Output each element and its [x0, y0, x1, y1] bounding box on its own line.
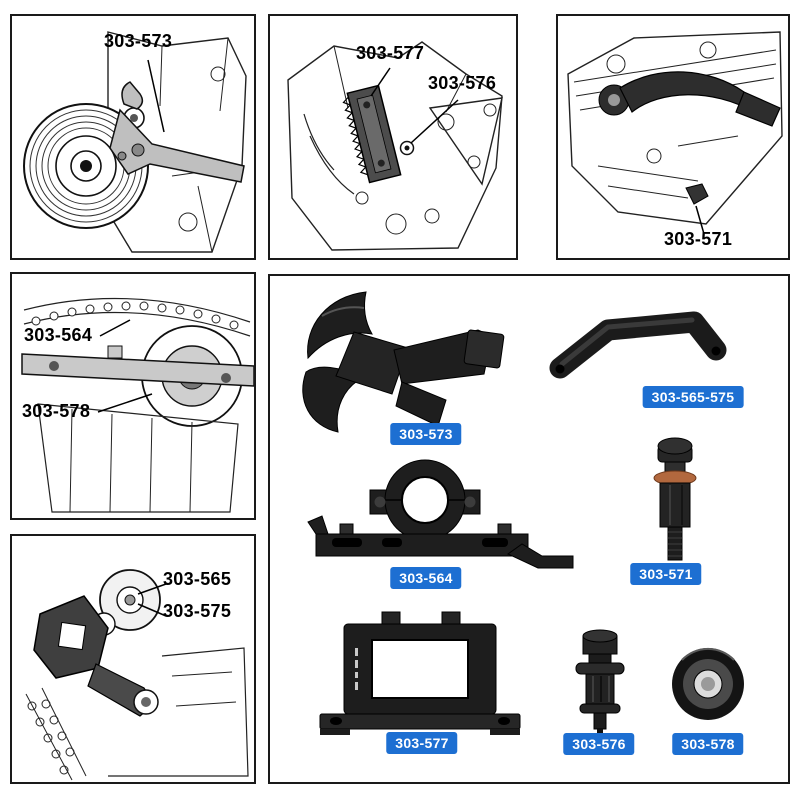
leader-line: [137, 603, 167, 617]
part-number-badge: 303-565-575: [642, 386, 744, 408]
panel-tensioner-diagram: 303-565 303-575: [10, 534, 256, 784]
leader-line: [695, 205, 705, 235]
frame-tool-photo: [319, 611, 521, 735]
z-bar-tool-photo: [549, 311, 727, 379]
panel-pulley-holder-diagram: 303-573: [10, 14, 256, 260]
leader-line: [410, 99, 459, 144]
fork-tool-photo: [302, 291, 505, 433]
timing-chain-illustration: [21, 297, 254, 513]
front-cover-illustration: [287, 41, 503, 251]
alignment-bar-tool-drawing: [21, 345, 254, 387]
part-label: 303-565: [163, 569, 232, 589]
part-number-badge: 303-578: [672, 733, 744, 755]
pin-bolt-tool-photo: [653, 437, 697, 561]
part-label: 303-577: [356, 43, 425, 63]
part-number-badge: 303-576: [563, 733, 635, 755]
leader-line: [99, 319, 131, 337]
part-number-badge: 303-577: [386, 732, 458, 754]
part-number-badge: 303-573: [390, 423, 462, 445]
chain-guide-tool-drawing: [342, 84, 402, 184]
engraving-mark: [355, 648, 358, 690]
mandrel-tool-photo: [575, 629, 625, 734]
chain-links: [31, 301, 239, 330]
tensioner-body-drawing: [33, 595, 159, 717]
tensioner-illustration: [25, 569, 249, 781]
leader-line: [137, 583, 167, 595]
installed-pin-drawing: [685, 183, 709, 205]
tool-photos-illustration: [302, 291, 744, 735]
panel-top-view-diagram: 303-571: [556, 14, 790, 260]
pulley-holder-tool-drawing: [109, 81, 245, 183]
part-label: 303-564: [24, 325, 93, 345]
panel-timing-chain-diagram: 303-564 303-578: [10, 272, 256, 520]
pulley-holder-illustration: [23, 31, 247, 253]
leader-line: [147, 59, 165, 133]
part-label: 303-575: [163, 601, 232, 621]
leader-line: [370, 67, 391, 97]
part-label: 303-578: [22, 401, 91, 421]
leader-line: [97, 393, 153, 413]
part-number-badge: 303-571: [630, 563, 702, 585]
panel-tool-photos: 303-573 303-565-575 303-564 303-571 303-…: [268, 274, 790, 784]
part-number-badge: 303-564: [390, 567, 462, 589]
ring-tool-photo: [672, 647, 744, 720]
part-label: 303-571: [664, 229, 733, 249]
chain-links: [27, 699, 75, 775]
part-label: 303-573: [104, 31, 173, 51]
wrench-tool-drawing: [598, 71, 781, 127]
top-view-illustration: [567, 31, 783, 235]
panel-front-cover-diagram: 303-577 303-576: [268, 14, 518, 260]
bracket-tool-photo: [307, 459, 574, 569]
part-label: 303-576: [428, 73, 497, 93]
